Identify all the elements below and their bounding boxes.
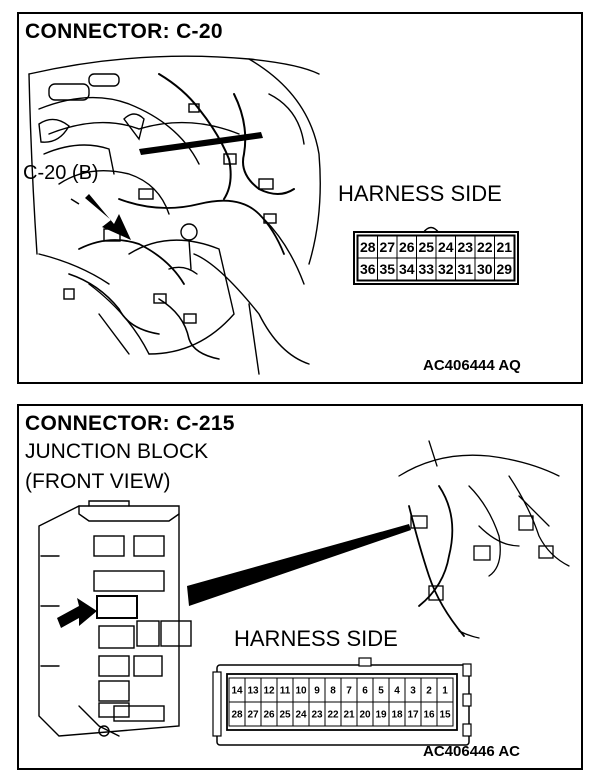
c215-pin-16: 16 — [423, 710, 435, 721]
c20-pin-36: 36 — [360, 261, 376, 277]
c215-pin-22: 22 — [327, 710, 339, 721]
c20-pin-21: 21 — [496, 239, 512, 255]
connector-c20-title: CONNECTOR: C-20 — [25, 20, 223, 43]
c215-pin-2: 2 — [426, 686, 432, 697]
c215-pin-1: 1 — [442, 686, 448, 697]
c215-pin-26: 26 — [263, 710, 275, 721]
c215-figure-code: AC406446 AC — [423, 743, 520, 760]
c215-pin-20: 20 — [359, 710, 371, 721]
c215-pin-cell — [436, 701, 454, 727]
junction-block-label: JUNCTION BLOCK — [25, 440, 209, 463]
connector-c215-title: CONNECTOR: C-215 — [25, 412, 235, 435]
front-view-label: (FRONT VIEW) — [25, 470, 171, 493]
c20-pin-34: 34 — [399, 261, 415, 277]
c215-pin-25: 25 — [279, 710, 291, 721]
c20-pin-cell — [494, 257, 515, 281]
c215-pin-19: 19 — [375, 710, 387, 721]
c20-figure-code: AC406444 AQ — [423, 357, 521, 374]
c215-pin-23: 23 — [311, 710, 323, 721]
c215-pin-11: 11 — [280, 686, 291, 697]
c215-pin-8: 8 — [330, 686, 336, 697]
c215-pin-18: 18 — [391, 710, 403, 721]
connector-c20-panel: CONNECTOR: C-20 — [17, 12, 583, 384]
c215-pin-13: 13 — [247, 686, 259, 697]
c20-pin-25: 25 — [418, 239, 434, 255]
c215-pin-7: 7 — [346, 686, 352, 697]
c215-pin-24: 24 — [295, 710, 307, 721]
c215-pin-9: 9 — [314, 686, 320, 697]
c20-pin-26: 26 — [399, 239, 415, 255]
c20-pin-30: 30 — [477, 261, 493, 277]
c20-harness-side-label: HARNESS SIDE — [338, 181, 502, 206]
c20-pin-28: 28 — [360, 239, 376, 255]
c215-pin-10: 10 — [295, 686, 307, 697]
c215-pin-27: 27 — [247, 710, 259, 721]
c20-pin-33: 33 — [418, 261, 434, 277]
c215-pin-28: 28 — [231, 710, 243, 721]
c215-pin-15: 15 — [439, 710, 451, 721]
c20-pin-23: 23 — [457, 239, 473, 255]
c20-pin-29: 29 — [496, 261, 512, 277]
c215-harness-side-label: HARNESS SIDE — [234, 626, 398, 651]
c20-pin-35: 35 — [379, 261, 395, 277]
c215-pin-21: 21 — [343, 710, 355, 721]
c215-pin-3: 3 — [410, 686, 416, 697]
c20-pin-27: 27 — [379, 239, 395, 255]
c20-b-callout: C-20 (B) — [23, 162, 99, 184]
c215-pin-14: 14 — [231, 686, 243, 697]
c215-pin-17: 17 — [407, 710, 419, 721]
c20-pin-32: 32 — [438, 261, 454, 277]
c215-pin-5: 5 — [378, 686, 384, 697]
c20-pin-31: 31 — [457, 261, 473, 277]
c20-pin-24: 24 — [438, 239, 454, 255]
connector-c215-panel: CONNECTOR: C-215 JUNCTION BLOCK (FRONT V… — [17, 404, 583, 770]
c215-pin-4: 4 — [394, 686, 400, 697]
c215-pin-6: 6 — [362, 686, 368, 697]
c20-pin-22: 22 — [477, 239, 493, 255]
c215-pin-12: 12 — [263, 686, 275, 697]
